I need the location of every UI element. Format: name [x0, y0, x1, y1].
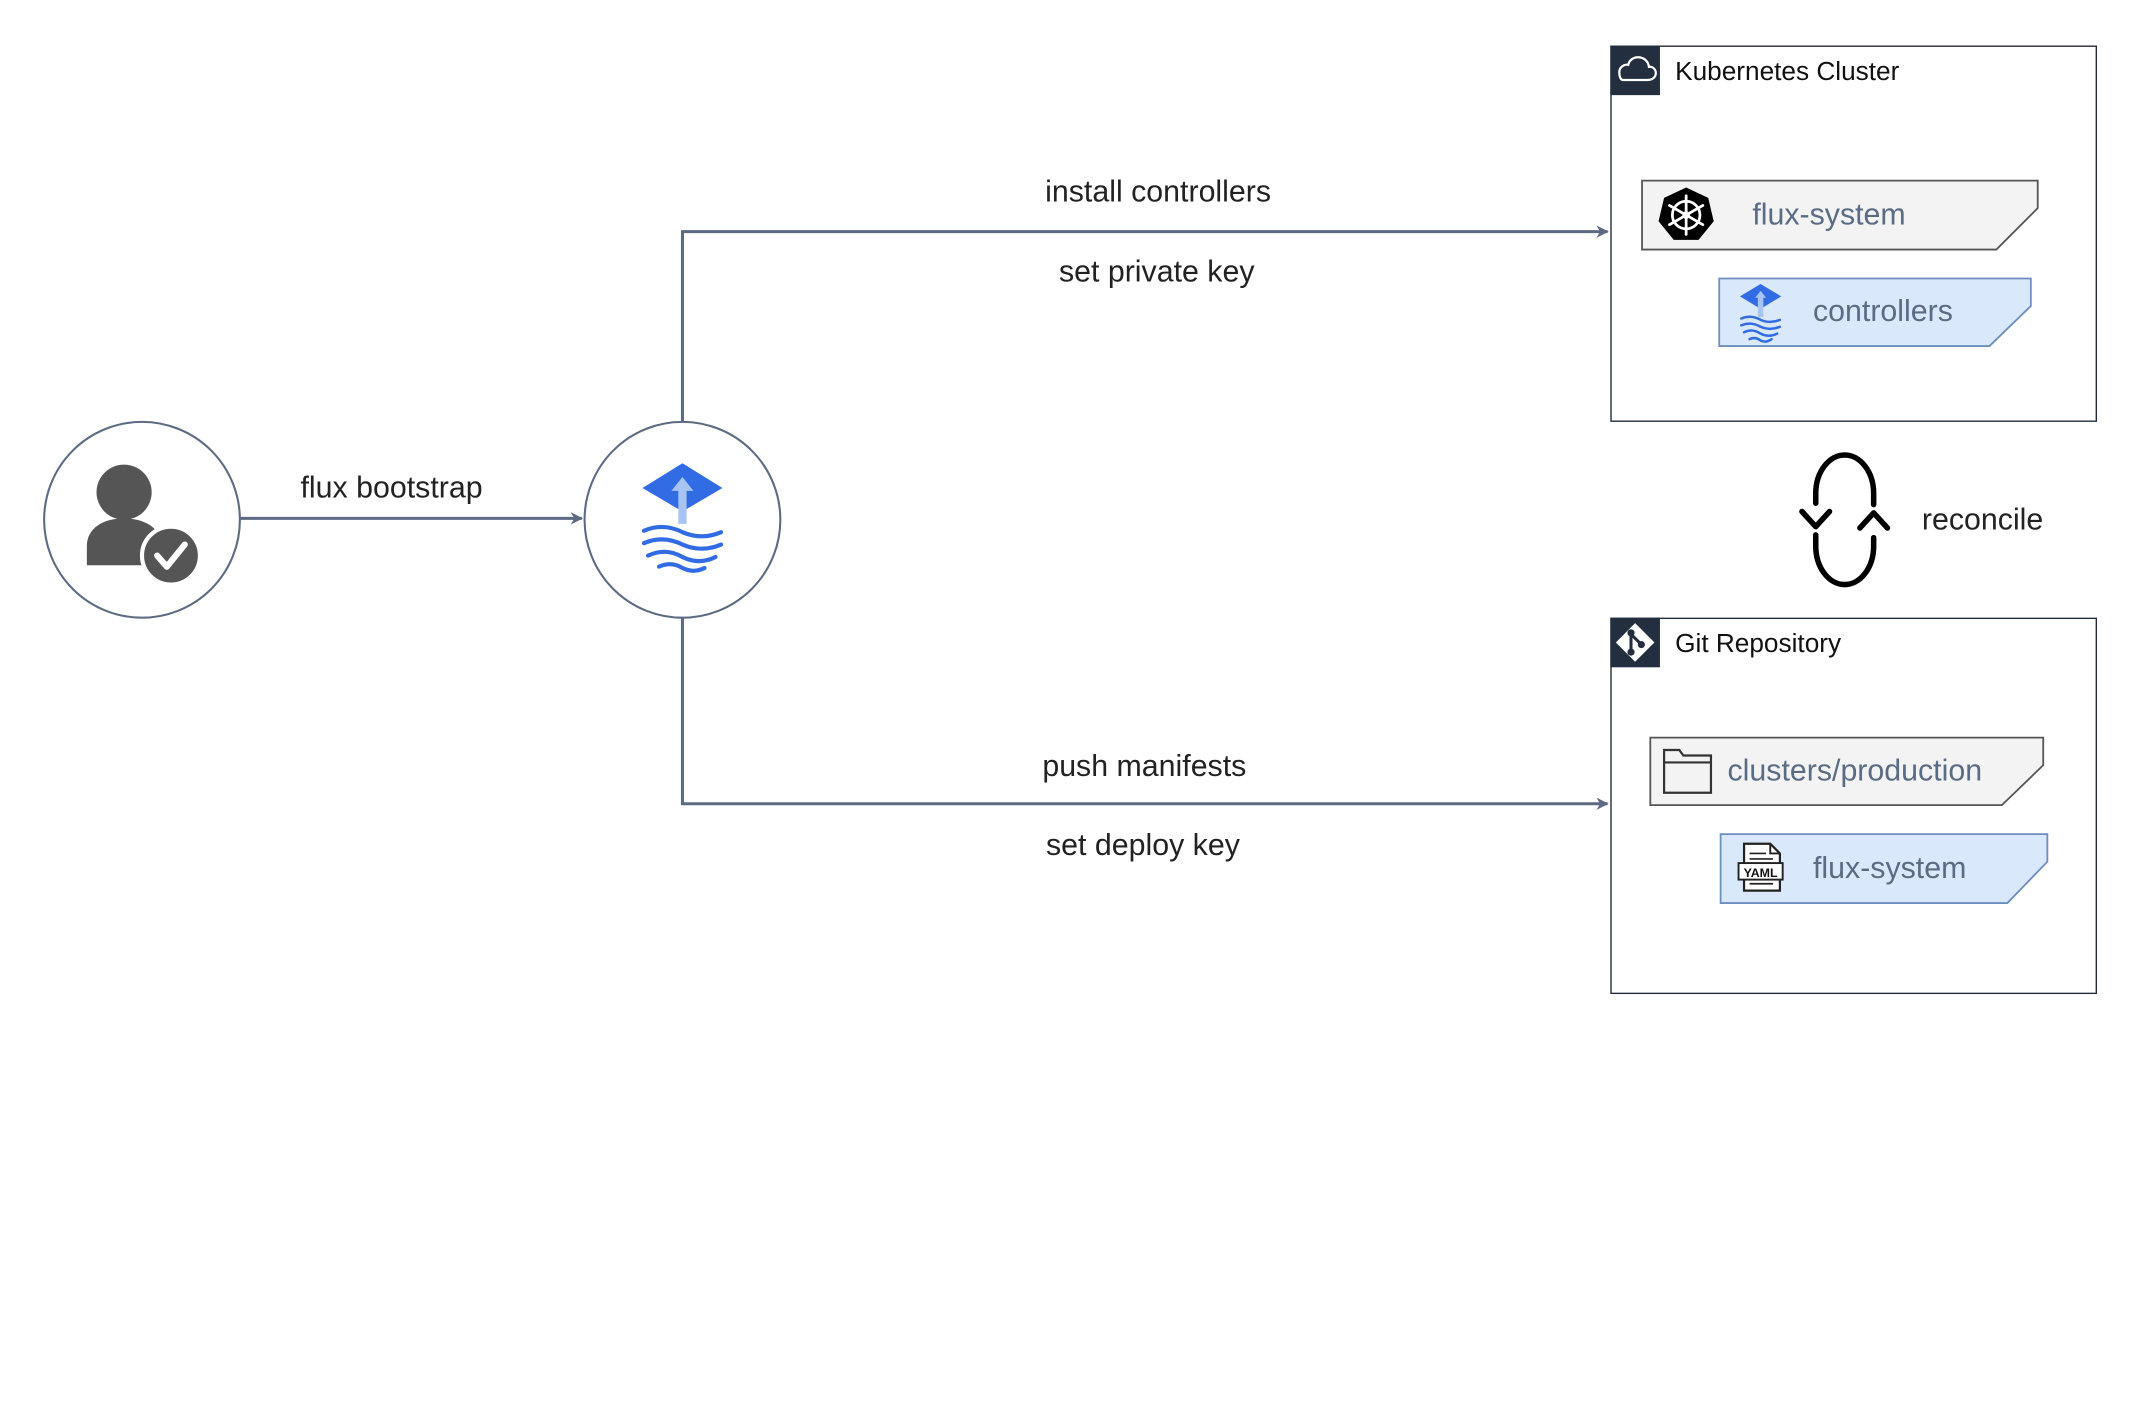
cluster-item-flux-system: [1641, 179, 2039, 251]
user-check-icon: [86, 464, 202, 587]
cluster-item-controllers-label: controllers: [1812, 293, 1953, 329]
cluster-item-controllers: [1718, 277, 2032, 347]
edge-label-push-manifests: push manifests: [1042, 748, 1247, 784]
repo-item-clusters-production: [1649, 736, 2045, 807]
folder-icon: [1662, 748, 1713, 794]
yaml-file-icon-text: YAML: [1744, 866, 1778, 880]
user-node: [43, 420, 241, 619]
flux-logo-icon: [1739, 284, 1782, 343]
reconcile-cycle-icon: [1799, 452, 1891, 588]
edge-to-repository: [680, 617, 1609, 810]
edges-layer: [239, 225, 1891, 810]
git-icon: [1610, 617, 1660, 668]
flux-cli-node: [583, 420, 782, 619]
yaml-file-icon: YAML: [1737, 842, 1784, 892]
repo-item-flux-system: [1719, 833, 2049, 904]
cluster-items-layer: [1641, 179, 2039, 347]
edge-label-install-controllers: install controllers: [1045, 173, 1272, 209]
cluster-item-flux-system-label: flux-system: [1752, 197, 1906, 232]
edge-label-set-deploy-key: set deploy key: [1045, 827, 1240, 862]
repo-item-clusters-production-label: clusters/production: [1727, 752, 1983, 788]
kubernetes-helm-icon: [1658, 187, 1714, 240]
repository-items-layer: YAML: [1649, 736, 2049, 904]
kubernetes-cluster-title: Kubernetes Cluster: [1675, 57, 1900, 87]
edge-label-flux-bootstrap: flux bootstrap: [300, 470, 483, 505]
edge-to-cluster: [680, 225, 1609, 422]
edge-label-reconcile: reconcile: [1921, 501, 2044, 537]
git-repository-title: Git Repository: [1675, 630, 1842, 660]
cloud-icon: [1610, 45, 1660, 96]
flux-logo-icon: [641, 463, 724, 573]
edge-label-set-private-key: set private key: [1058, 253, 1255, 289]
repo-item-flux-system-label: flux-system: [1812, 850, 1967, 886]
